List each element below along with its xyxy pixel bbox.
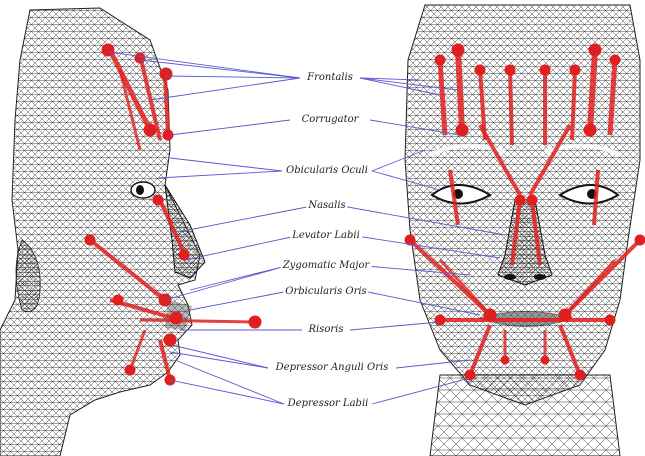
label-depressor-labii: Depressor Labii [286,398,371,410]
label-orbicularis-oculi: Obicularis Oculi [284,165,370,177]
label-nasalis: Nasalis [306,200,347,212]
label-corrugator: Corrugator [300,114,361,126]
label-depressor-anguli-oris: Depressor Anguli Oris [274,362,391,374]
label-frontalis: Frontalis [305,72,355,84]
label-risoris: Risoris [307,324,346,336]
label-orbicularis-oris: Orbicularis Oris [283,286,368,298]
label-zygomatic-major: Zygomatic Major [281,260,372,272]
label-levator-labii: Levator Labii [290,230,362,242]
